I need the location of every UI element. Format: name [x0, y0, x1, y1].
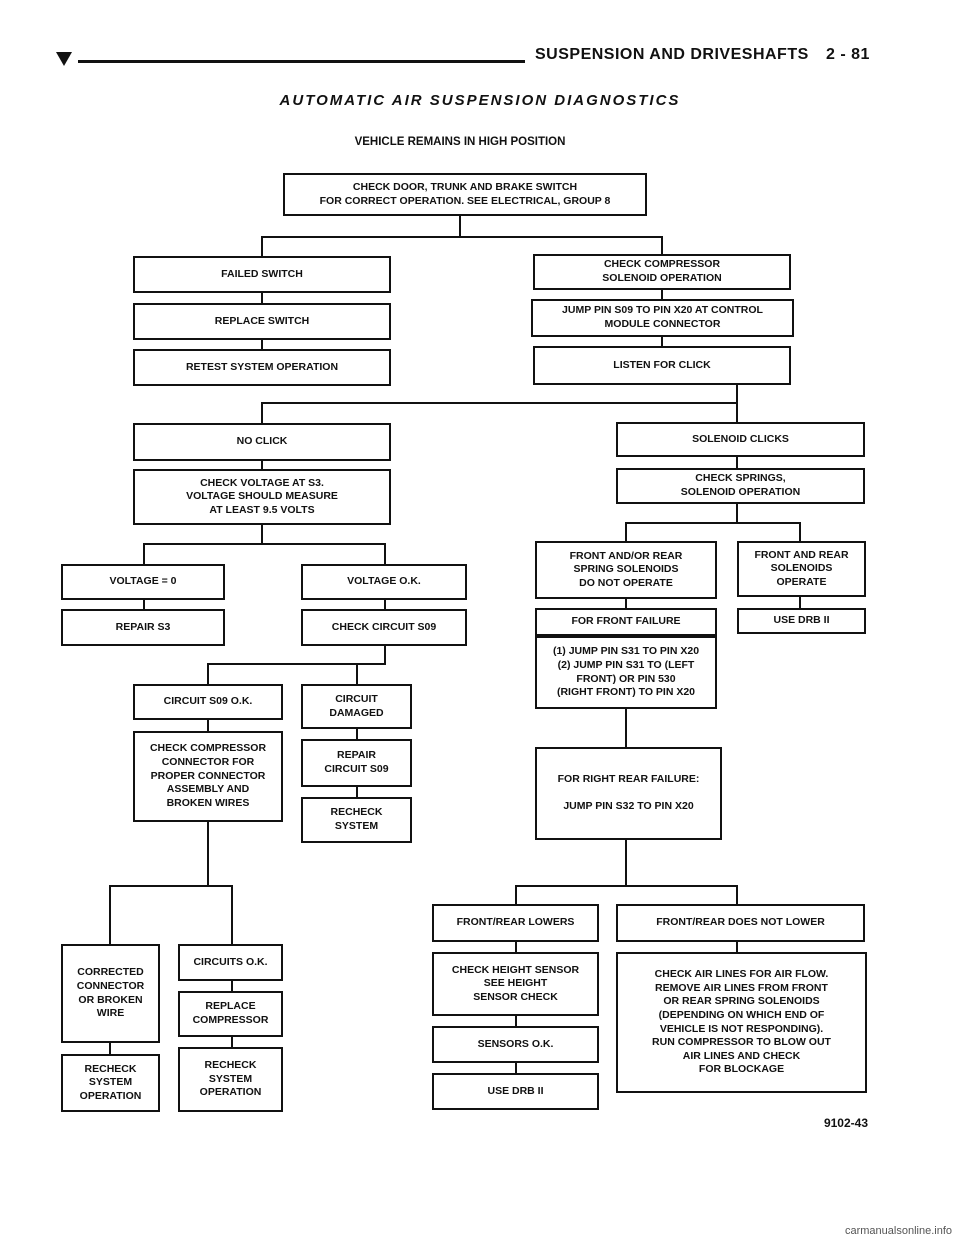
right-rear-failure-box: FOR RIGHT REAR FAILURE: JUMP PIN S32 TO …	[535, 747, 722, 840]
recheck-system-operation-box-left: RECHECK SYSTEM OPERATION	[61, 1054, 160, 1112]
sensors-ok-box: SENSORS O.K.	[432, 1026, 599, 1063]
solenoids-do-not-operate-box: FRONT AND/OR REAR SPRING SOLENOIDS DO NO…	[535, 541, 717, 599]
replace-compressor-box: REPLACE COMPRESSOR	[178, 991, 283, 1037]
repair-s3-box: REPAIR S3	[61, 609, 225, 646]
replace-switch-box: REPLACE SWITCH	[133, 303, 391, 340]
footer-watermark: carmanualsonline.info	[844, 1225, 952, 1237]
solenoids-operate-box: FRONT AND REAR SOLENOIDS OPERATE	[737, 541, 866, 597]
check-springs-box: CHECK SPRINGS, SOLENOID OPERATION	[616, 468, 865, 504]
check-voltage-s3-box: CHECK VOLTAGE AT S3. VOLTAGE SHOULD MEAS…	[133, 469, 391, 525]
diagram-title: AUTOMATIC AIR SUSPENSION DIAGNOSTICS	[279, 92, 681, 109]
check-air-lines-box: CHECK AIR LINES FOR AIR FLOW. REMOVE AIR…	[616, 952, 867, 1093]
check-height-sensor-box: CHECK HEIGHT SENSOR SEE HEIGHT SENSOR CH…	[432, 952, 599, 1016]
front-rear-does-not-lower-box: FRONT/REAR DOES NOT LOWER	[616, 904, 865, 942]
circuit-s09-ok-box: CIRCUIT S09 O.K.	[133, 684, 283, 720]
repair-circuit-s09-box: REPAIR CIRCUIT S09	[301, 739, 412, 787]
jump-pin-s09-box: JUMP PIN S09 TO PIN X20 AT CONTROL MODUL…	[531, 299, 794, 337]
use-drb-ii-box-lower: USE DRB II	[432, 1073, 599, 1110]
recheck-system-operation-box-right: RECHECK SYSTEM OPERATION	[178, 1047, 283, 1112]
header-page-number: 2 - 81	[826, 46, 870, 63]
voltage-zero-box: VOLTAGE = 0	[61, 564, 225, 600]
check-circuit-s09-box: CHECK CIRCUIT S09	[301, 609, 467, 646]
solenoid-clicks-box: SOLENOID CLICKS	[616, 422, 865, 457]
retest-system-box: RETEST SYSTEM OPERATION	[133, 349, 391, 386]
failed-switch-box: FAILED SWITCH	[133, 256, 391, 293]
check-switch-box: CHECK DOOR, TRUNK AND BRAKE SWITCH FOR C…	[283, 173, 647, 216]
figure-number: 9102-43	[823, 1116, 868, 1130]
header-rule	[78, 60, 525, 63]
header-triangle-icon	[56, 52, 72, 66]
voltage-ok-box: VOLTAGE O.K.	[301, 564, 467, 600]
circuit-damaged-box: CIRCUIT DAMAGED	[301, 684, 412, 729]
jump-pin-s31-box: (1) JUMP PIN S31 TO PIN X20 (2) JUMP PIN…	[535, 636, 717, 709]
front-failure-box: FOR FRONT FAILURE	[535, 608, 717, 636]
header-section-title: SUSPENSION AND DRIVESHAFTS	[535, 46, 809, 63]
corrected-connector-box: CORRECTED CONNECTOR OR BROKEN WIRE	[61, 944, 160, 1043]
circuits-ok-box: CIRCUITS O.K.	[178, 944, 283, 981]
no-click-box: NO CLICK	[133, 423, 391, 461]
recheck-system-box: RECHECK SYSTEM	[301, 797, 412, 843]
check-compressor-connector-box: CHECK COMPRESSOR CONNECTOR FOR PROPER CO…	[133, 731, 283, 822]
diagram-subtitle: VEHICLE REMAINS IN HIGH POSITION	[354, 136, 566, 148]
check-compressor-solenoid-box: CHECK COMPRESSOR SOLENOID OPERATION	[533, 254, 791, 290]
listen-for-click-box: LISTEN FOR CLICK	[533, 346, 791, 385]
use-drb-ii-box-upper: USE DRB II	[737, 608, 866, 634]
front-rear-lowers-box: FRONT/REAR LOWERS	[432, 904, 599, 942]
